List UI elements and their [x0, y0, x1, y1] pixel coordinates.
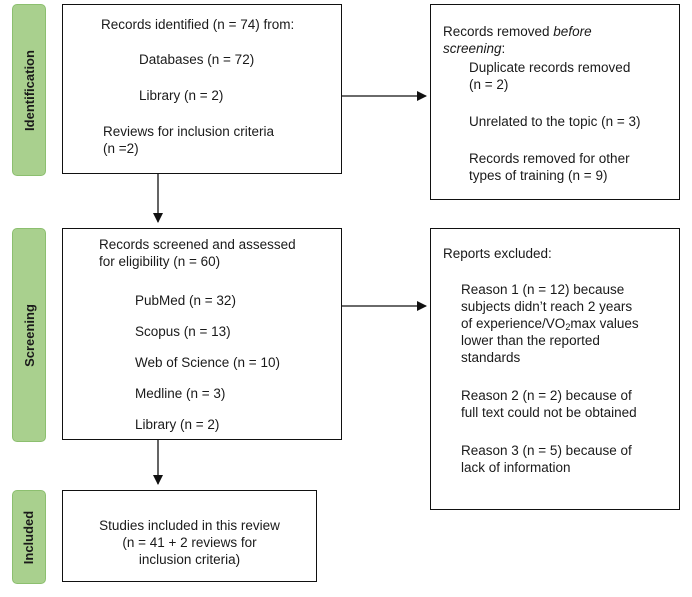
screened-box: Records screened and assessed for eligib…: [62, 228, 342, 440]
excluded-reason1-line2: subjects didn’t reach 2 years: [461, 299, 633, 314]
identified-library: Library (n = 2): [139, 88, 224, 103]
removed-box: Records removed before screening: Duplic…: [430, 4, 680, 200]
identified-reviews-line2: (n =2): [103, 141, 139, 156]
removed-heading-text: Records removed: [443, 24, 554, 39]
screened-heading-line1: Records screened and assessed: [99, 237, 296, 252]
removed-heading-screening: screening: [443, 41, 502, 56]
excluded-heading: Reports excluded:: [443, 246, 552, 261]
excluded-reason1-line3: of experience/VO2max values: [461, 315, 639, 336]
identified-databases: Databases (n = 72): [139, 52, 255, 67]
removed-unrelated: Unrelated to the topic (n = 3): [469, 114, 641, 129]
removed-other-line1: Records removed for other: [469, 151, 630, 166]
screened-library: Library (n = 2): [135, 417, 220, 432]
stage-included: Included: [12, 490, 46, 584]
removed-heading-line2: screening:: [443, 40, 505, 57]
screened-pubmed: PubMed (n = 32): [135, 293, 236, 308]
excluded-reason3-line1: Reason 3 (n = 5) because of: [461, 443, 632, 458]
excluded-reason2-line2: full text could not be obtained: [461, 405, 637, 420]
stage-screening: Screening: [12, 228, 46, 442]
screened-heading-line2: for eligibility (n = 60): [99, 254, 221, 269]
excluded-reason1-sub: 2: [565, 322, 571, 332]
screened-medline: Medline (n = 3): [135, 386, 226, 401]
identified-heading: Records identified (n = 74) from:: [101, 17, 295, 32]
excluded-reason1-line3a: of experience/VO: [461, 316, 566, 331]
screened-scopus: Scopus (n = 13): [135, 324, 231, 339]
excluded-reason1-line3b: max values: [570, 316, 639, 331]
excluded-reason3-line2: lack of information: [461, 460, 571, 475]
included-line3: inclusion criteria): [138, 552, 241, 567]
excluded-reason1-line5: standards: [461, 350, 521, 365]
excluded-reason2-line1: Reason 2 (n = 2) because of: [461, 388, 632, 403]
included-line1: Studies included in this review: [99, 518, 280, 533]
removed-heading-line1: Records removed before: [443, 23, 592, 40]
removed-duplicate-line1: Duplicate records removed: [469, 60, 631, 75]
excluded-reason1-line4: lower than the reported: [461, 333, 600, 348]
excluded-box: Reports excluded: Reason 1 (n = 12) beca…: [430, 228, 680, 510]
excluded-reason1-line1: Reason 1 (n = 12) because: [461, 282, 625, 297]
included-line2: (n = 41 + 2 reviews for: [122, 535, 257, 550]
included-box: Studies included in this review (n = 41 …: [62, 490, 317, 582]
screened-wos: Web of Science (n = 10): [135, 355, 280, 370]
identified-box: Records identified (n = 74) from: Databa…: [62, 4, 342, 174]
identified-reviews-line1: Reviews for inclusion criteria: [103, 124, 275, 139]
removed-other-line2: types of training (n = 9): [469, 168, 608, 183]
removed-heading-before: before: [553, 24, 592, 39]
removed-heading-colon: :: [501, 41, 506, 56]
removed-duplicate-line2: (n = 2): [469, 77, 509, 92]
stage-identification: Identification: [12, 4, 46, 176]
